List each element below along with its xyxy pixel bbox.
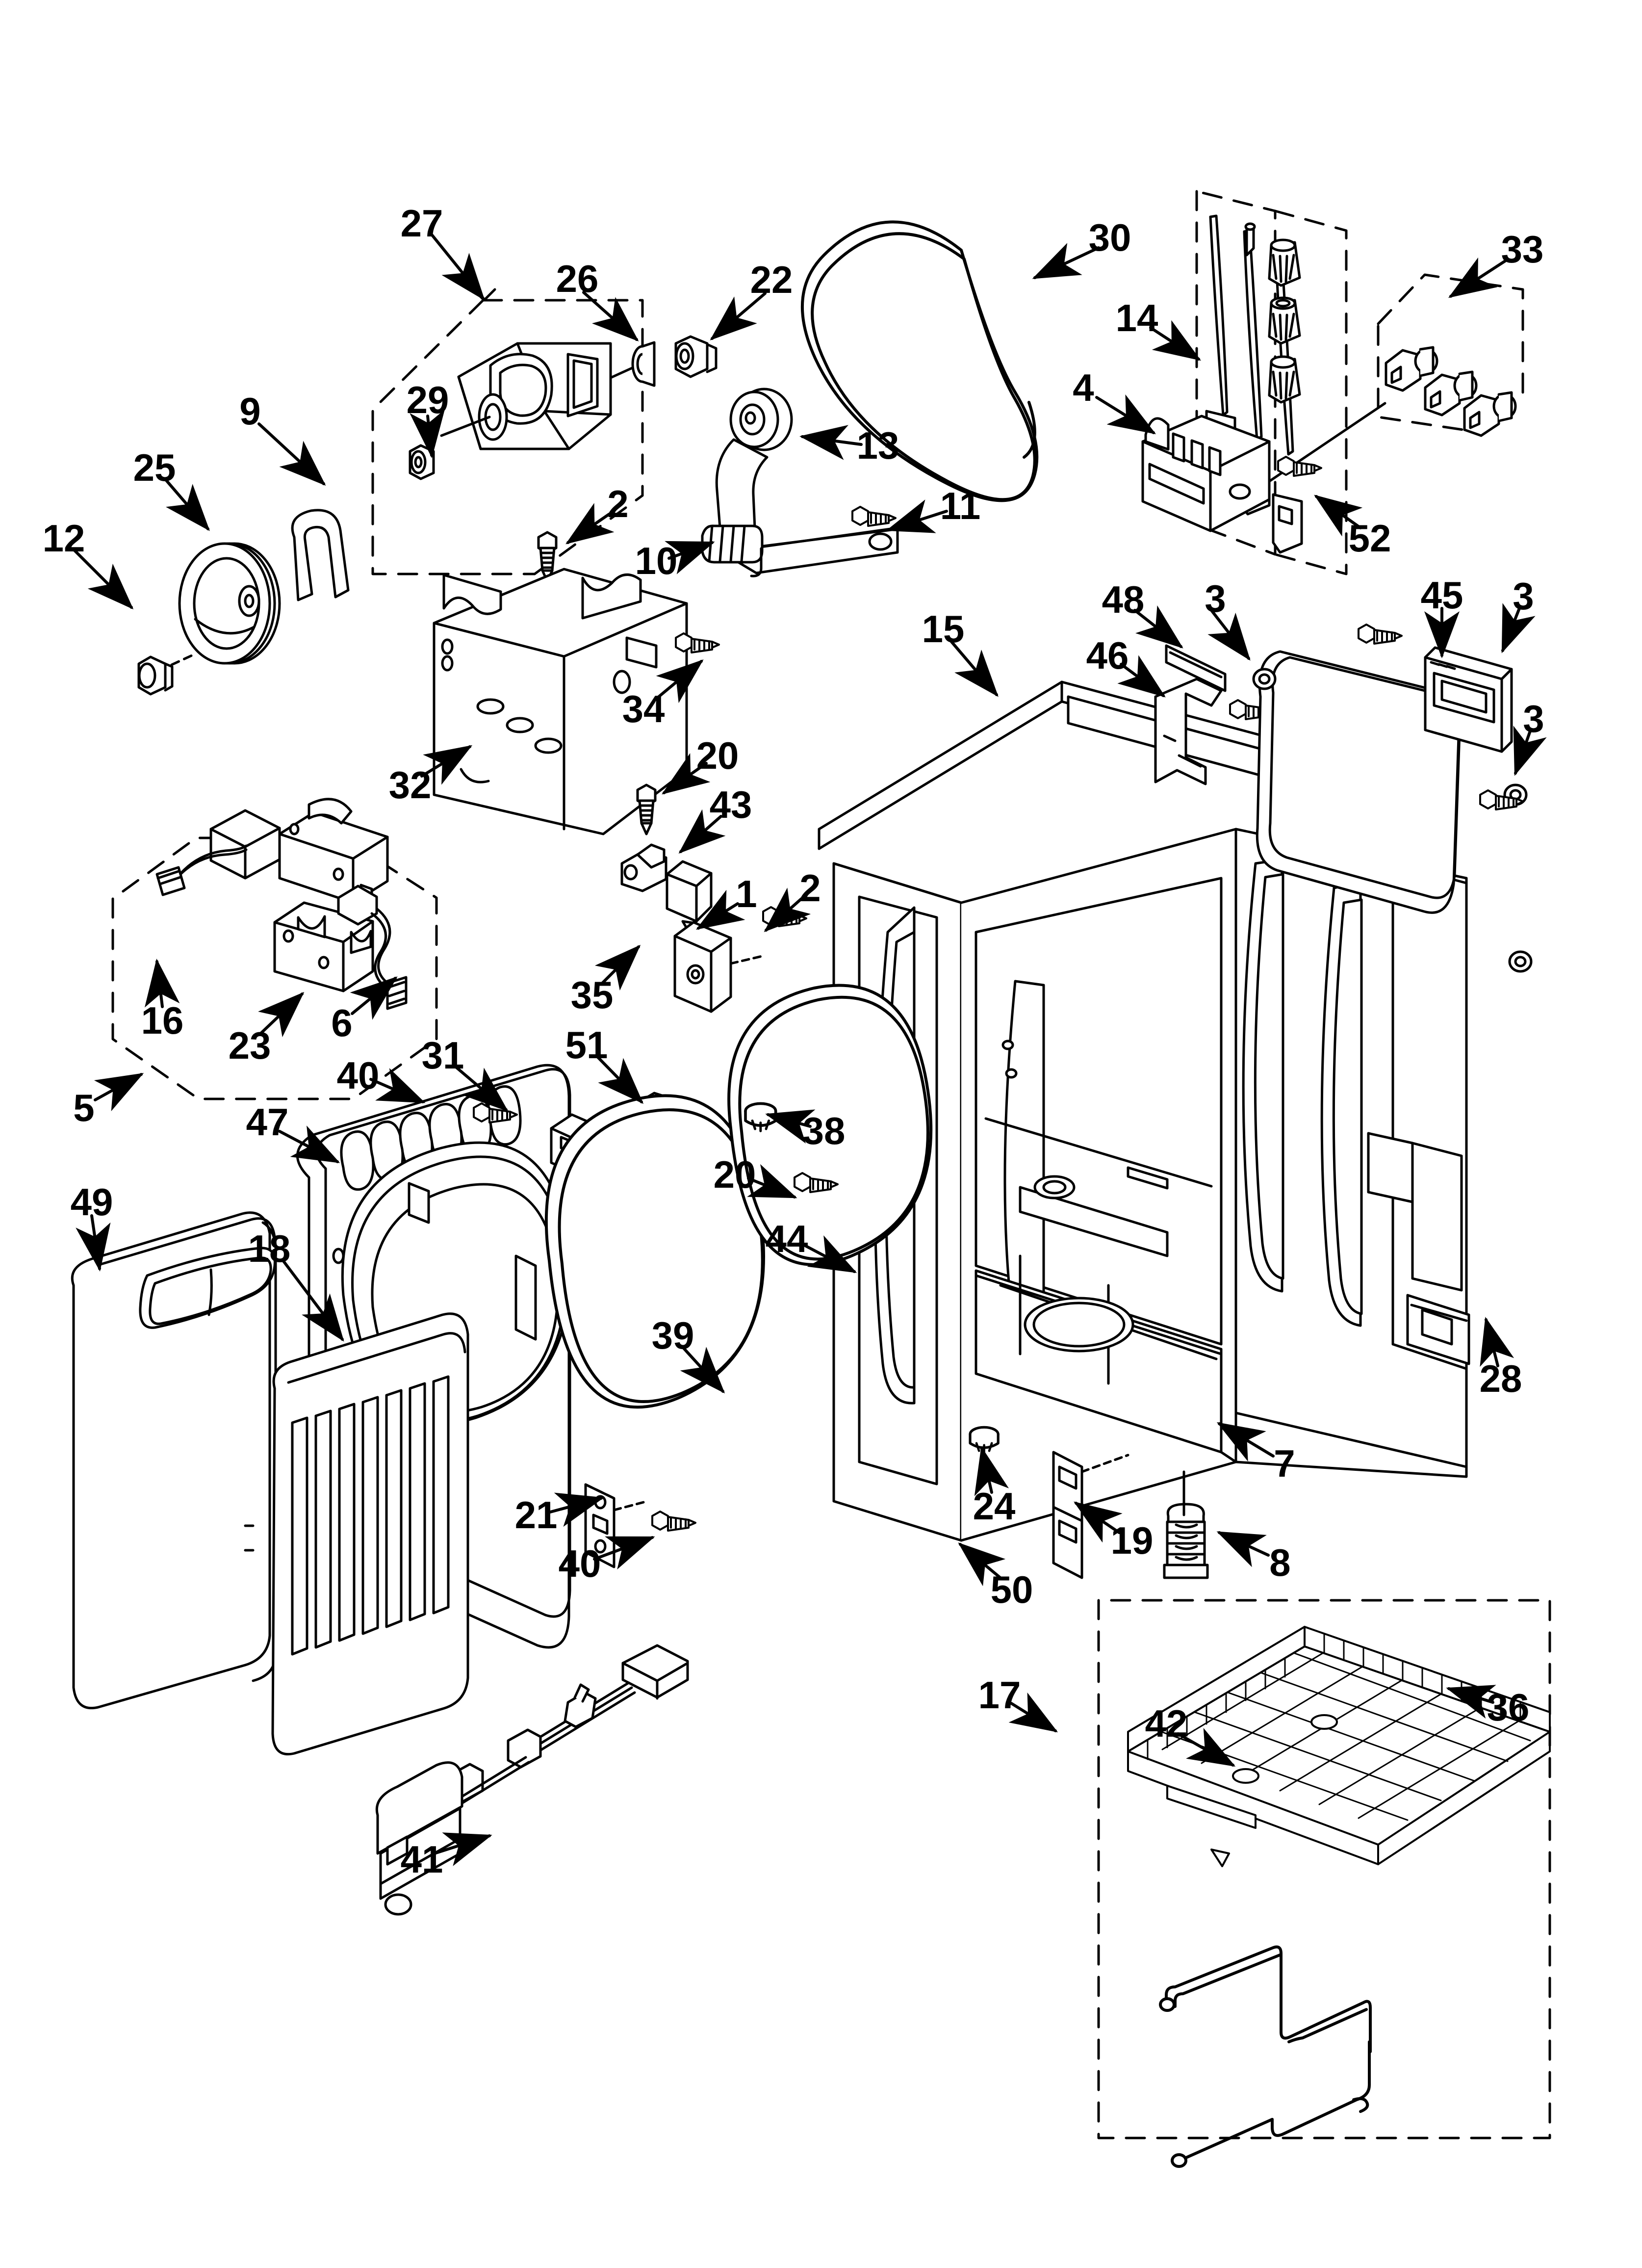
callout-25: 25	[133, 446, 176, 489]
callout-34: 34	[622, 687, 665, 730]
callout-48: 48	[1102, 578, 1145, 621]
callout-8: 8	[1269, 1541, 1291, 1584]
callout-9: 9	[239, 390, 261, 433]
callout-49: 49	[70, 1180, 113, 1224]
callout-47: 47	[246, 1100, 289, 1144]
callout-3-lower-right: 3	[1523, 697, 1544, 740]
callout-7: 7	[1274, 1442, 1295, 1485]
callout-40-upper: 40	[336, 1054, 380, 1097]
callout-12: 12	[42, 517, 85, 560]
callout-2-motor: 2	[607, 482, 629, 525]
callout-43: 43	[709, 783, 752, 826]
callout-29: 29	[406, 378, 449, 421]
callout-3-top: 3	[1205, 577, 1226, 620]
callout-6: 6	[331, 1001, 353, 1044]
callout-4: 4	[1073, 366, 1094, 409]
callout-10: 10	[635, 539, 678, 582]
callout-51: 51	[565, 1023, 608, 1067]
callout-36: 36	[1487, 1686, 1530, 1729]
callout-11: 11	[940, 484, 981, 527]
callout-41: 41	[400, 1838, 443, 1881]
callout-2-hinge: 2	[799, 866, 821, 910]
callout-20-lower: 20	[713, 1153, 756, 1196]
callout-14: 14	[1115, 296, 1158, 339]
callout-42: 42	[1145, 1702, 1188, 1745]
callout-19: 19	[1110, 1519, 1154, 1562]
callout-15: 15	[922, 607, 965, 651]
callout-33: 33	[1501, 228, 1544, 271]
callout-16: 16	[141, 999, 184, 1042]
callout-22: 22	[750, 258, 793, 301]
callout-28: 28	[1479, 1357, 1522, 1400]
callout-21: 21	[514, 1493, 558, 1537]
callout-40-lower: 40	[558, 1542, 601, 1585]
callout-45: 45	[1420, 574, 1463, 617]
callout-27: 27	[400, 202, 443, 245]
callout-31: 31	[421, 1034, 464, 1077]
callout-20-upper: 20	[696, 734, 739, 777]
callout-39: 39	[651, 1314, 694, 1357]
callout-26: 26	[556, 257, 599, 300]
callout-5: 5	[73, 1086, 95, 1129]
callout-32: 32	[388, 763, 432, 807]
callout-3-upper-right: 3	[1513, 574, 1534, 618]
callout-46: 46	[1086, 634, 1129, 677]
callout-38: 38	[802, 1109, 846, 1152]
callout-24: 24	[973, 1485, 1016, 1528]
callout-52: 52	[1348, 517, 1391, 560]
callout-18: 18	[248, 1227, 291, 1270]
callout-50: 50	[990, 1568, 1033, 1611]
callout-35: 35	[570, 973, 614, 1017]
callout-30: 30	[1088, 216, 1131, 259]
callout-44: 44	[765, 1217, 808, 1260]
callout-1: 1	[736, 872, 757, 915]
callout-17: 17	[978, 1673, 1021, 1717]
callout-13: 13	[856, 424, 899, 467]
callout-23: 23	[228, 1024, 271, 1067]
